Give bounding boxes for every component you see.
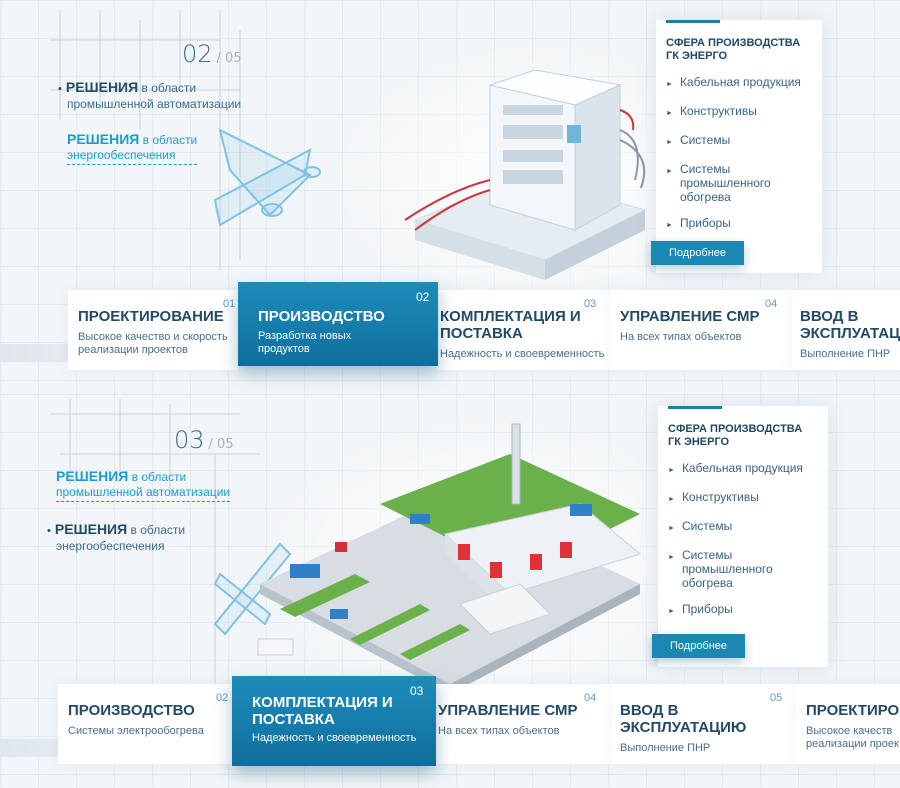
arrow-right-icon: ► [666,81,673,88]
tab-design[interactable]: ПРОЕКТИРОВ Высокое качеств реализации пр… [796,684,900,764]
sphere-item[interactable]: ►Приборы [666,216,812,233]
tab-production[interactable]: 02 ПРОИЗВОДСТВО Разработка новых продукт… [238,282,438,366]
arrow-right-icon: ► [666,222,673,229]
sphere-item[interactable]: ►Системы промышленного обогрева [668,548,773,590]
slide-counter: 02/ 05 [182,40,242,68]
sphere-item[interactable]: ►Конструктивы [666,104,812,121]
sphere-item[interactable]: ►Кабельная продукция [666,75,812,92]
electrical-cabinet-illustration [404,70,647,280]
tab-supply[interactable]: 03 КОМПЛЕКТАЦИЯ И ПОСТАВКА Надежность и … [438,290,610,370]
blueprint-crane-illustration [50,399,292,684]
blueprint-crane-illustration [50,10,321,270]
arrow-right-icon: ► [666,110,673,117]
industrial-site-illustration [257,423,642,694]
more-button[interactable]: Подробнее [651,241,745,265]
more-button[interactable]: Подробнее [652,634,746,658]
arrow-right-icon: ► [668,608,675,615]
sphere-item[interactable]: ►Системы [668,519,818,536]
slide-current-number: 02 [182,40,213,68]
tab-construction[interactable]: 04 УПРАВЛЕНИЕ СМР На всех типах объектов [610,290,792,370]
tab-design[interactable]: 01 ПРОЕКТИРОВАНИЕ Высокое качество и ско… [68,290,238,370]
sphere-item[interactable]: ►Конструктивы [668,490,818,507]
slide-total: / 05 [216,51,242,66]
sphere-list: ►Кабельная продукция ►Конструктивы ►Сист… [656,75,822,233]
arrow-right-icon: ► [668,554,675,561]
tab-production[interactable]: 02 ПРОИЗВОДСТВО Системы электрообогрева [58,684,232,764]
solution-energy-link[interactable]: РЕШЕНИЯ в области энергообеспечения [67,132,198,165]
slide-current-number: 03 [174,426,205,454]
bullet-icon: • [47,525,51,537]
sphere-item[interactable]: ►Приборы [668,602,818,619]
arrow-right-icon: ► [666,168,673,175]
solution-automation-link[interactable]: РЕШЕНИЯ в области промышленной автоматиз… [56,469,231,502]
sphere-item[interactable]: ►Кабельная продукция [668,461,818,478]
tab-commissioning[interactable]: 05 ВВОД В ЭКСПЛУАТАЦИЮ Выполнение ПНР [612,684,796,764]
tab-construction[interactable]: 04 УПРАВЛЕНИЕ СМР На всех типах объектов [436,684,612,764]
sphere-item[interactable]: ►Системы [666,133,812,150]
slide-panel-1: 02/ 05 •РЕШЕНИЯ в области промышленной а… [0,0,900,394]
sphere-list: ►Кабельная продукция ►Конструктивы ►Сист… [658,461,828,619]
slide-counter: 03/ 05 [174,426,234,454]
arrow-right-icon: ► [668,496,675,503]
arrow-right-icon: ► [668,467,675,474]
bullet-icon: • [58,83,62,95]
arrow-right-icon: ► [666,139,673,146]
sphere-item[interactable]: ►Системы промышленного обогрева [666,162,771,204]
slide-total: / 05 [208,437,234,452]
solution-automation[interactable]: •РЕШЕНИЯ в области промышленной автомати… [58,79,242,112]
solution-energy[interactable]: •РЕШЕНИЯ в области энергообеспечения [47,521,186,554]
slide-panel-2: 03/ 05 РЕШЕНИЯ в области промышленной ав… [0,394,900,788]
tab-commissioning[interactable]: ВВОД В ЭКСПЛУАТАЦ Выполнение ПНР [792,290,900,370]
arrow-right-icon: ► [668,525,675,532]
tab-supply[interactable]: 03 КОМПЛЕКТАЦИЯ И ПОСТАВКА Надежность и … [232,676,436,766]
